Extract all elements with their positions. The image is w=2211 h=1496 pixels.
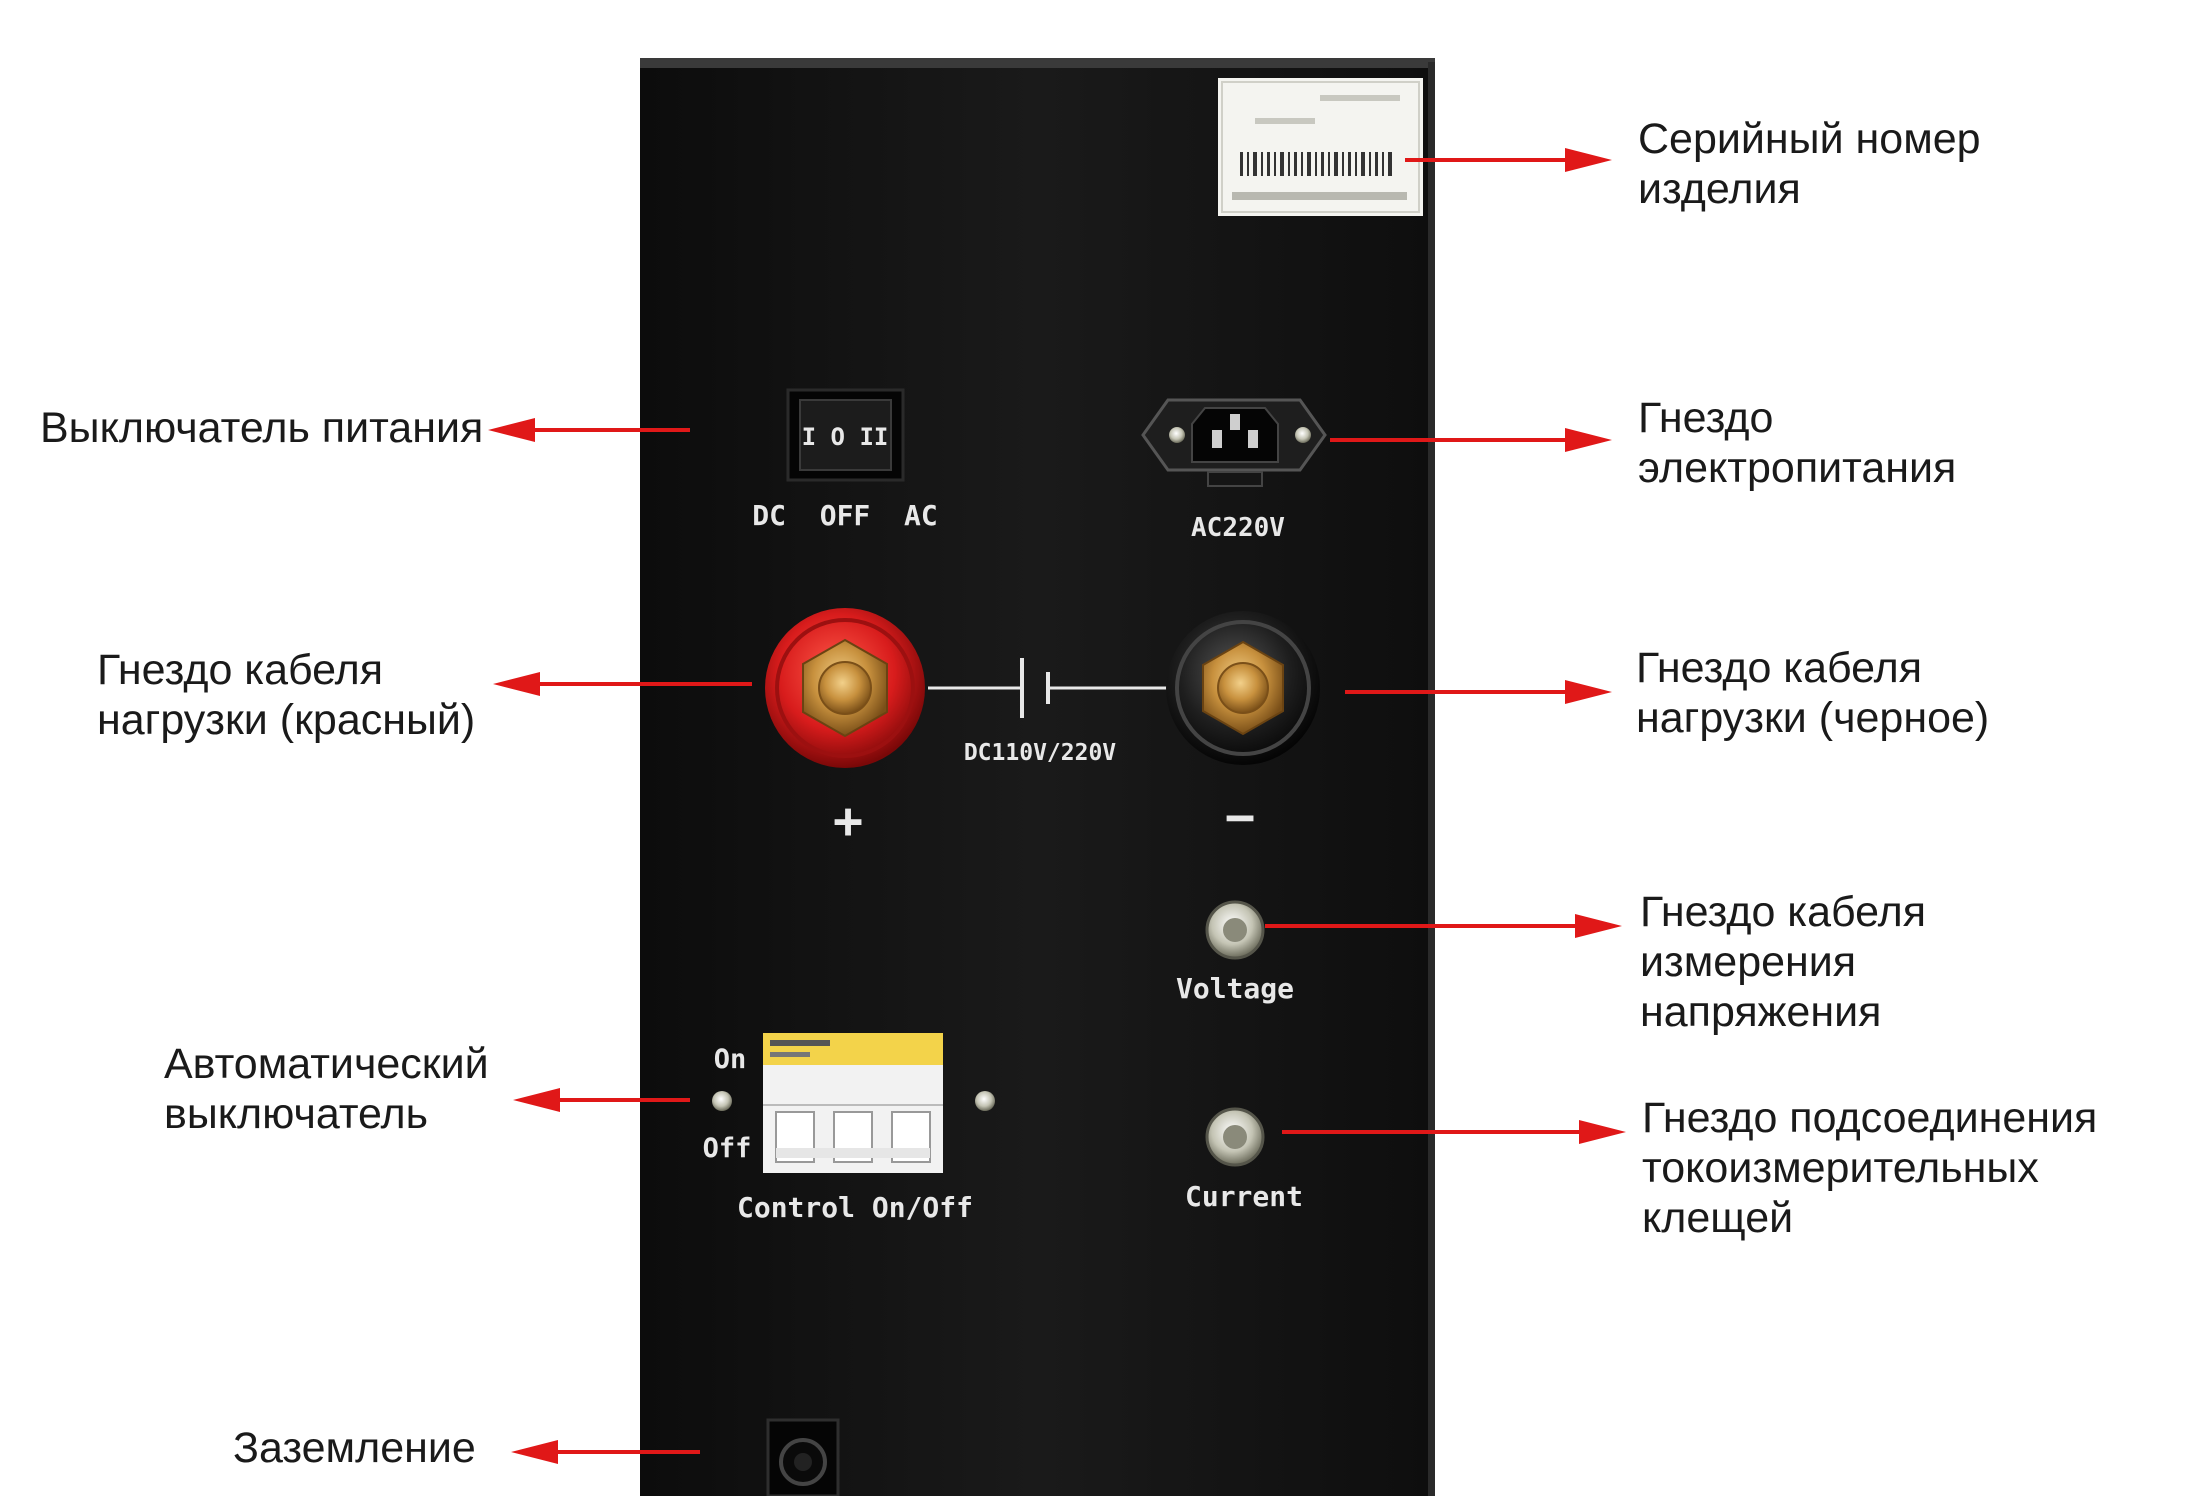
switch-positions-label: DC OFF AC [752,499,937,532]
callout-clamp: Гнездо подсоединения токоизмерительных к… [1642,1094,2109,1242]
voltage-socket-label: Voltage [1176,972,1294,1005]
callout-serial-number: Серийный номер изделия [1638,115,1993,213]
plus-sign: + [833,792,863,850]
current-clamp-socket[interactable] [1205,1107,1265,1167]
breaker-off-label: Off [703,1133,752,1164]
breaker-control-label: Control On/Off [737,1191,973,1224]
ground-terminal[interactable] [766,1418,840,1496]
dc-circuit-symbol [928,658,1170,718]
red-load-terminal[interactable] [765,608,925,768]
breaker-screw-left [712,1091,732,1111]
black-load-terminal[interactable] [1166,611,1320,765]
callout-voltage-cable: Гнездо кабеля измерения напряжения [1640,888,1938,1036]
arrow-load-black [1345,680,1612,704]
arrow-breaker [513,1088,690,1112]
arrow-clamp [1282,1120,1626,1144]
arrow-voltage-cable [1265,914,1622,938]
panel-body [640,62,1435,1496]
dc-voltage-label: DC110V/220V [964,740,1116,766]
arrow-ground [511,1440,700,1464]
arrow-load-red [493,672,752,696]
callout-load-red: Гнездо кабеля нагрузки (красный) [97,646,475,744]
callout-power-switch: Выключатель питания [40,404,483,452]
breaker-on-label: On [714,1044,747,1075]
callout-ground: Заземление [233,1424,476,1472]
serial-number-sticker [1218,78,1423,216]
voltage-socket[interactable] [1205,900,1265,960]
current-socket-label: Current [1185,1180,1303,1213]
inlet-screw-right [1295,427,1311,443]
minus-sign: − [1225,788,1255,846]
arrow-power-switch [488,418,690,442]
breaker-screw-right [975,1091,995,1111]
switch-symbols: I O II [802,423,889,451]
inlet-screw-left [1169,427,1185,443]
ac-voltage-label: AC220V [1191,513,1285,543]
callout-breaker: Автоматический выключатель [164,1040,501,1138]
ac-power-inlet [1141,398,1327,487]
callout-power-socket: Гнездо электропитания [1638,394,1956,492]
barcode-icon [1240,152,1392,176]
power-switch[interactable]: I O II [786,388,905,482]
callout-load-black: Гнездо кабеля нагрузки (черное) [1636,644,1989,742]
circuit-breaker[interactable] [763,1033,943,1173]
device-panel [640,58,1435,1496]
arrow-serial-number [1405,148,1612,172]
panel-top-edge [640,58,1435,68]
arrow-power-socket [1330,428,1612,452]
panel-right-edge [1428,62,1435,1496]
